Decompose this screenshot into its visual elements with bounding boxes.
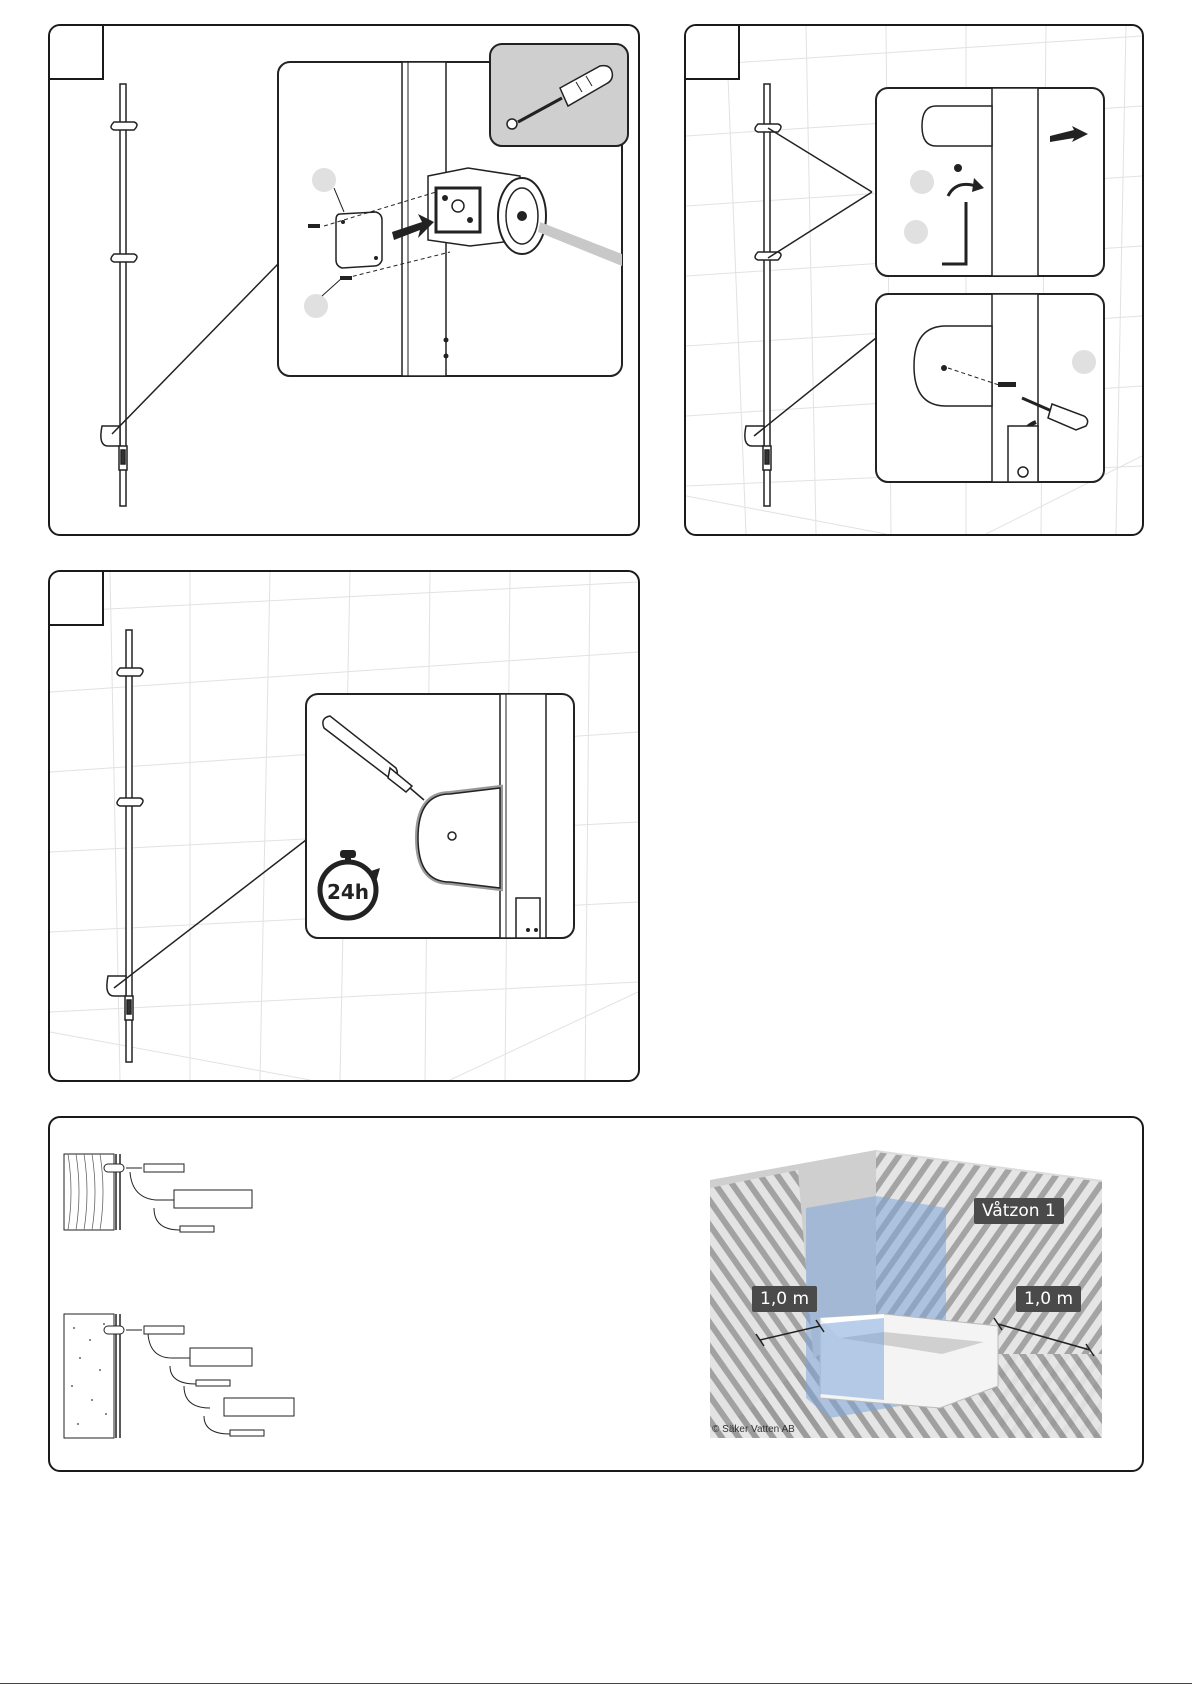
page-bottom-rule [0, 1683, 1192, 1684]
wood-wall-diagram [64, 1154, 252, 1232]
step-panel-1 [48, 24, 640, 536]
upper-detail-inset [876, 88, 1104, 276]
distance-left-label: 1,0 m [752, 1286, 817, 1312]
step-number-3 [50, 572, 104, 626]
step-1-illustration [50, 26, 638, 534]
mounting-diagrams [50, 1118, 1142, 1470]
curing-time-label: 24h [327, 880, 369, 904]
towel-rail [101, 84, 137, 506]
step-3-illustration: 24h [50, 572, 638, 1080]
image-credit: © Säker Vatten AB [712, 1424, 795, 1435]
step-2-illustration [686, 26, 1142, 534]
callout-line [112, 264, 278, 434]
step-number-1 [50, 26, 104, 80]
distance-right-label: 1,0 m [1016, 1286, 1081, 1312]
step-panel-3: 24h [48, 570, 640, 1082]
wet-zone-label: Våtzon 1 [974, 1198, 1064, 1224]
detail-inset [278, 44, 628, 376]
sealing-detail-inset: 24h [306, 694, 574, 938]
step-number-2 [686, 26, 740, 80]
lower-detail-inset [876, 294, 1104, 482]
installation-info-panel: Våtzon 1 1,0 m 1,0 m © Säker Vatten AB [48, 1116, 1144, 1472]
concrete-wall-diagram [64, 1314, 294, 1438]
step-panel-2 [684, 24, 1144, 536]
